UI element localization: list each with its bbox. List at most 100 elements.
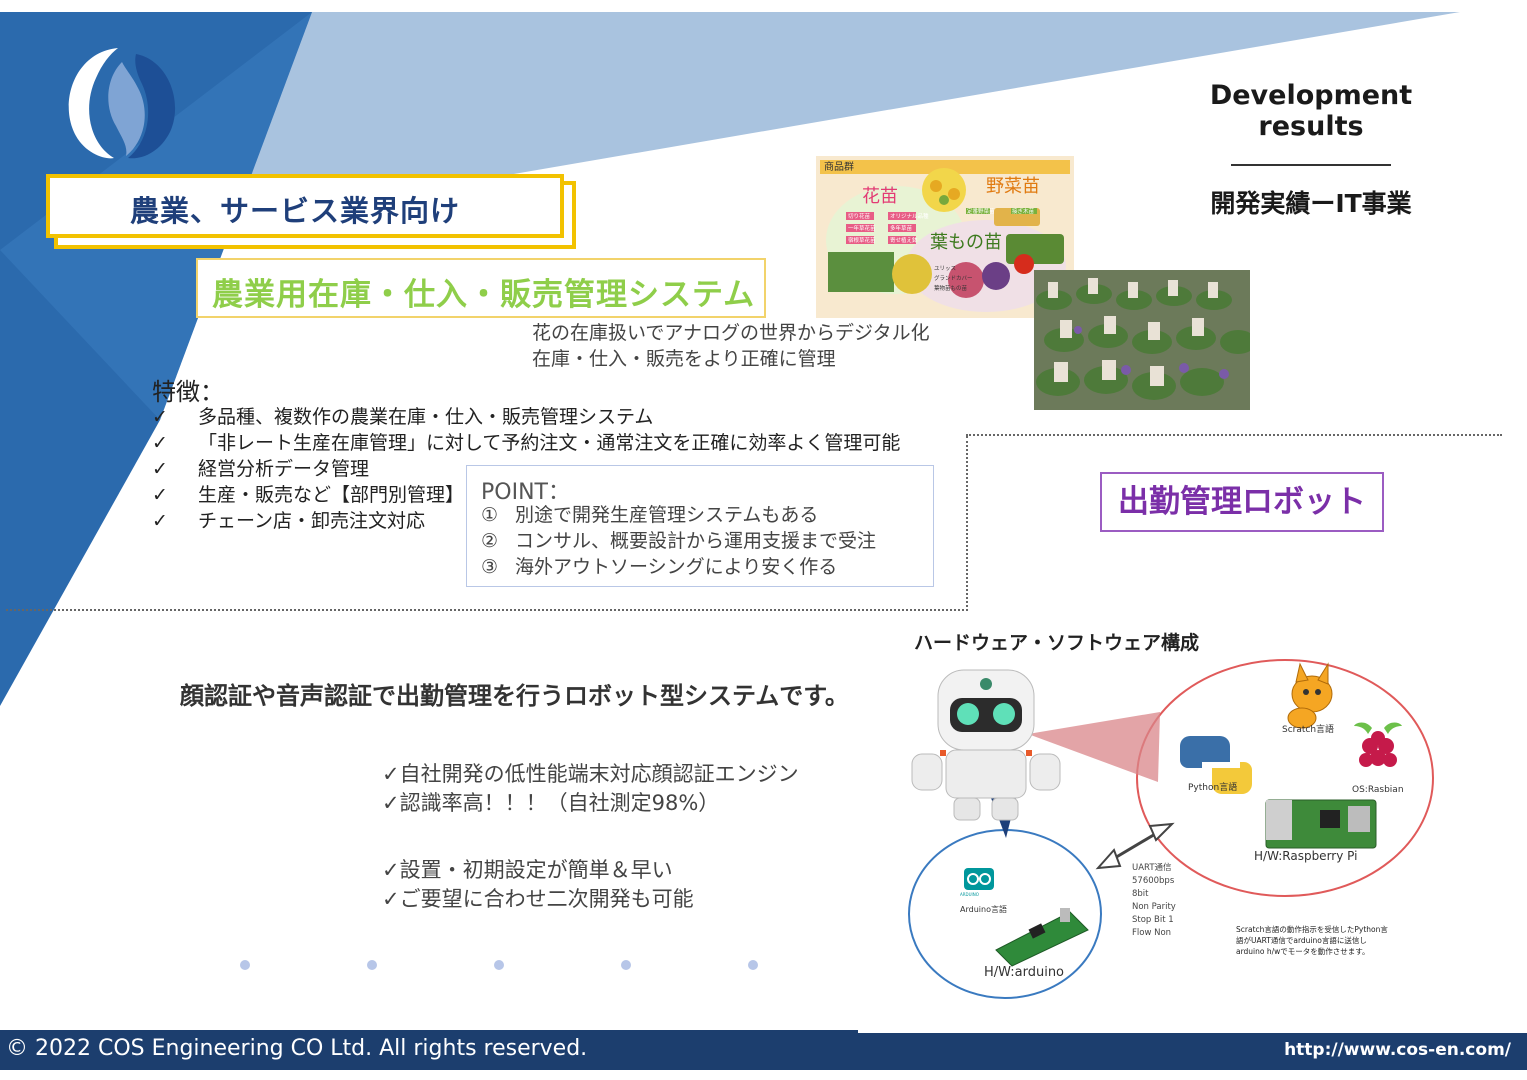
category-label: 農業、サービス業界向け <box>130 194 461 228</box>
double-arrow-icon <box>1095 822 1175 870</box>
robot-point: ✓認識率高！！！（自社測定98%） <box>382 791 720 815</box>
feature-item: ✓多品種、複数作の農業在庫・仕入・販売管理システム <box>152 404 900 430</box>
description-line: 花の在庫扱いでアナログの世界からデジタル化 <box>532 322 930 344</box>
product-sublabel: 葉物苗もの苗 <box>934 284 968 292</box>
feature-text: 生産・販売など【部門別管理】 <box>198 484 465 506</box>
robot-point: ✓設置・初期設定が簡単＆早い <box>382 858 673 882</box>
raspberry-pi-logo-icon <box>1354 722 1402 767</box>
section-divider <box>966 436 968 611</box>
feature-item: ✓ チェーン店・卸売注文対応 <box>152 508 900 534</box>
os-label: OS:Rasbian <box>1352 785 1404 795</box>
point-number: ③ <box>481 556 499 578</box>
uart-line: 8bit <box>1132 889 1149 899</box>
check-icon: ✓ <box>152 432 168 454</box>
robot-points: ✓自社開発の低性能端末対応顔認証エンジン ✓認識率高！！！（自社測定98%） ✓… <box>382 760 799 914</box>
product-button: 寄せ植え鉢 <box>890 236 918 244</box>
point-number: ① <box>481 504 499 526</box>
footer-copyright: © 2022 COS Engineering CO Ltd. All right… <box>6 1036 588 1061</box>
decor-dot <box>621 960 631 970</box>
section-divider <box>6 609 968 611</box>
raspberry-pi-label: H/W:Raspberry Pi <box>1254 849 1357 863</box>
product-button: 多年草苗 <box>890 224 913 232</box>
arduino-board-icon <box>995 908 1089 967</box>
uart-line: Non Parity <box>1132 902 1176 912</box>
product-button: 切り花苗 <box>848 212 871 220</box>
diagram-title: ハードウェア・ソフトウェア構成 <box>914 632 1200 654</box>
point-number: ② <box>481 530 499 552</box>
arduino-label: H/W:arduino <box>984 965 1064 980</box>
feature-item: ✓ 経営分析データ管理 <box>152 456 900 482</box>
robot-point: ✓ご要望に合わせ二次開発も可能 <box>382 887 694 911</box>
header-title-en: Development results <box>1209 80 1413 142</box>
seedling-tray-photo <box>1034 270 1250 410</box>
header-title-jp: 開発実績ーIT事業 <box>1210 189 1412 218</box>
point-box: POINT： ① 別途で開発生産管理システムもある ② コンサル、概要設計から運用支… <box>466 465 934 587</box>
point-title: POINT： <box>481 480 570 505</box>
label-leaf-seedling: 葉もの苗 <box>930 232 1002 253</box>
point-item: ③ 海外アウトソーシングにより安く作る <box>481 554 876 580</box>
point-item: ② コンサル、概要設計から運用支援まで受注 <box>481 528 876 554</box>
uart-line: UART通信 <box>1132 862 1172 873</box>
features-list: ✓多品種、複数作の農業在庫・仕入・販売管理システム ✓ 「非レート生産在庫管理」に… <box>152 404 900 534</box>
uart-line: 57600bps <box>1132 876 1175 886</box>
point-list: ① 別途で開発生産管理システムもある ② コンサル、概要設計から運用支援まで受注 ③… <box>481 502 876 580</box>
spacer <box>382 818 799 856</box>
product-sublabel: グランドカバー <box>934 274 973 282</box>
arduino-lang-label: Arduino言語 <box>960 904 1007 914</box>
decor-dot <box>367 960 377 970</box>
features-title: 特徴： <box>152 378 224 406</box>
uart-line: Flow Non <box>1132 928 1171 938</box>
feature-text: 「非レート生産在庫管理」に対して予約注文・通常注文を正確に効率よく管理可能 <box>198 432 901 454</box>
robot-icon <box>911 669 1061 821</box>
product-button: オリジナル品種 <box>890 212 929 220</box>
uart-line: Stop Bit 1 <box>1132 915 1174 925</box>
robot-point: ✓自社開発の低性能端末対応顔認証エンジン <box>382 762 799 786</box>
point-text: 海外アウトソーシングにより安く作る <box>515 556 838 578</box>
agri-system-title: 農業用在庫・仕入・販売管理システム <box>212 277 756 313</box>
product-lineup-image: 商品群 花苗 野菜苗 葉もの苗 切り花苗 オリジナル品種 一年草花苗 多年草苗 … <box>816 156 1074 318</box>
check-icon: ✓ <box>152 510 168 532</box>
section-divider <box>966 434 1502 436</box>
product-button: 接ぎ木苗 <box>1012 207 1035 215</box>
product-button: 一年草花苗 <box>848 224 876 232</box>
python-label: Python言語 <box>1188 781 1237 793</box>
product-button: 宿根草花苗 <box>848 236 876 244</box>
hw-sw-diagram: Scratch言語 Python言語 OS:Rasbian H/W:Raspbe… <box>908 659 1434 999</box>
signal-beam <box>1028 712 1160 782</box>
point-text: コンサル、概要設計から運用支援まで受注 <box>515 530 877 552</box>
raspberry-pi-board-icon <box>1265 799 1377 849</box>
diagram-note-line: 語がUART通信でarduino言語に送信し <box>1236 935 1367 945</box>
feature-item: ✓ 生産・販売など【部門別管理】 <box>152 482 900 508</box>
arduino-logo-text: ARDUINO <box>960 892 979 897</box>
point-item: ① 別途で開発生産管理システムもある <box>481 502 876 528</box>
feature-text: チェーン店・卸売注文対応 <box>198 510 426 532</box>
agri-system-description: 花の在庫扱いでアナログの世界からデジタル化 在庫・仕入・販売をより正確に管理 <box>532 320 930 372</box>
python-logo-icon <box>1180 736 1252 794</box>
check-icon: ✓ <box>152 458 168 480</box>
footer-url-link[interactable]: http://www.cos-en.com/ <box>1284 1040 1511 1060</box>
decor-dot <box>494 960 504 970</box>
label-flower-seedling: 花苗 <box>862 186 898 207</box>
company-logo <box>68 48 176 159</box>
product-image-tag: 商品群 <box>824 160 854 173</box>
product-button: 定番野菜苗 <box>967 207 995 215</box>
agri-system-title-box: 農業用在庫・仕入・販売管理システム <box>196 258 766 318</box>
scratch-cat-icon <box>1287 662 1333 729</box>
check-icon: ✓ <box>152 406 168 428</box>
header-divider <box>1231 164 1391 166</box>
decor-dot <box>240 960 250 970</box>
robot-title-box: 出勤管理ロボット <box>1100 472 1384 532</box>
diagram-note-line: Scratch言語の動作指示を受信したPython言 <box>1236 924 1388 934</box>
robot-lead-text: 顔認証や音声認証で出勤管理を行うロボット型システムです。 <box>180 682 849 710</box>
check-icon: ✓ <box>152 484 168 506</box>
feature-item: ✓ 「非レート生産在庫管理」に対して予約注文・通常注文を正確に効率よく管理可能 <box>152 430 900 456</box>
feature-text: 経営分析データ管理 <box>198 458 370 480</box>
label-vegetable-seedling: 野菜苗 <box>986 176 1040 197</box>
category-label-box: 農業、サービス業界向け <box>46 174 564 238</box>
point-text: 別途で開発生産管理システムもある <box>515 504 819 526</box>
header-title-block: Development results 開発実績ーIT事業 <box>1161 80 1461 220</box>
description-line: 在庫・仕入・販売をより正確に管理 <box>532 348 836 370</box>
diagram-note-line: arduino h/wでモータを動作させます。 <box>1236 946 1370 956</box>
footer-bar <box>0 1030 1527 1070</box>
product-sublabel: ユリッス <box>934 265 956 272</box>
